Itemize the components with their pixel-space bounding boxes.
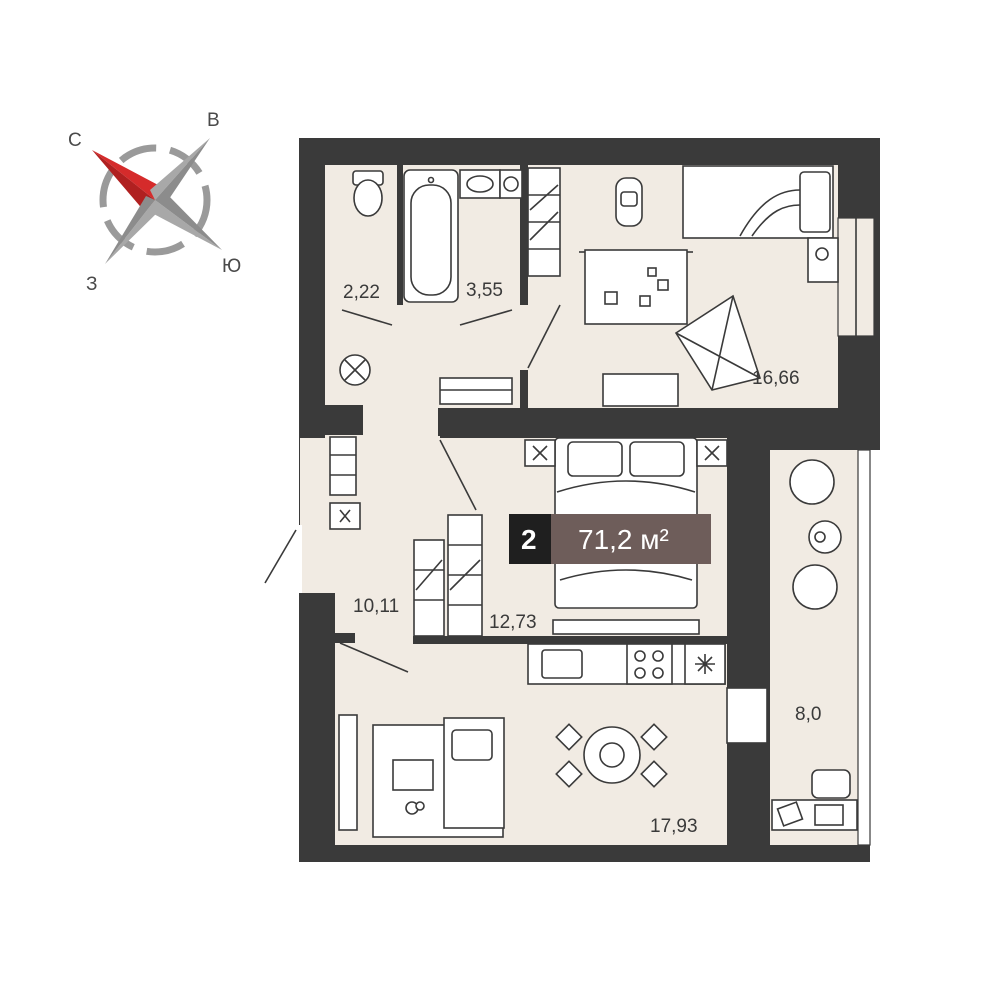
stove-icon [626, 643, 673, 685]
compass-south-label: Ю [222, 256, 241, 277]
loggia-cabinet-icon [726, 687, 768, 744]
compass-west-label: З [86, 274, 97, 295]
tv-icon [338, 714, 358, 831]
total-area: 71,2 м² [578, 524, 669, 555]
hall-area-label: 10,11 [353, 596, 399, 617]
windows [837, 217, 875, 846]
round-table-icon [808, 520, 842, 554]
living-kitchen-area-label: 17,93 [650, 816, 698, 837]
kitchen-sink-icon [541, 649, 583, 679]
loggia-door-top[interactable] [735, 491, 761, 528]
bathroom-door[interactable] [459, 309, 513, 326]
kids-room-door[interactable] [527, 304, 561, 369]
kids-room-area-label: 16,66 [752, 368, 800, 389]
compass-north-label: С [68, 130, 82, 151]
loggia-desk-icon [771, 769, 858, 831]
radiator-icon [527, 167, 561, 277]
wardrobe-icon [413, 514, 483, 637]
interior-walls [300, 165, 878, 850]
desk-icon [807, 237, 839, 283]
living-room-door[interactable] [339, 642, 409, 673]
shoe-shelf-icon [439, 377, 513, 405]
loggia-area-label: 8,0 [795, 704, 821, 725]
doors [339, 304, 761, 789]
toilet-door[interactable] [341, 309, 393, 326]
bathtub-icon [403, 169, 459, 303]
rug-icon [579, 249, 693, 325]
toilet-area-label: 2,22 [343, 282, 380, 303]
toilet-icon [352, 170, 384, 217]
loggia-door-lower[interactable] [735, 744, 761, 789]
sink-icon [459, 169, 501, 199]
loggia-door-bottom[interactable] [735, 534, 761, 579]
armchair-top-icon [789, 459, 835, 505]
dresser-icon [602, 373, 679, 407]
entrance-gap [280, 525, 302, 593]
fridge-icon [684, 643, 726, 685]
shoe-rack-icon [329, 436, 357, 496]
rooms-count: 2 [521, 524, 537, 555]
armchair-bottom-icon [792, 564, 838, 610]
apartment-badge: 2 71,2 м² [509, 514, 711, 564]
north-needle-icon [92, 150, 160, 200]
play-tent-icon [674, 294, 762, 391]
bathroom-area-label: 3,55 [466, 280, 503, 301]
washing-machine-icon [499, 169, 523, 199]
toy-car-icon [615, 177, 643, 227]
compass: С В Ю З [68, 110, 241, 295]
double-bed-icon [554, 437, 698, 609]
vent-icon [329, 502, 361, 530]
coffee-table-icon [392, 759, 434, 815]
plant-icon [339, 354, 371, 386]
bed-icon [682, 165, 834, 239]
bedroom-door[interactable] [439, 439, 477, 511]
compass-east-label: В [207, 110, 220, 131]
entrance-door[interactable] [264, 529, 297, 584]
tv-stand-icon [552, 619, 700, 635]
bedroom-area-label: 12,73 [489, 612, 537, 633]
nightstand-left-icon [524, 439, 556, 467]
dining-table-icon [555, 723, 668, 788]
nightstand-right-icon [696, 439, 728, 467]
